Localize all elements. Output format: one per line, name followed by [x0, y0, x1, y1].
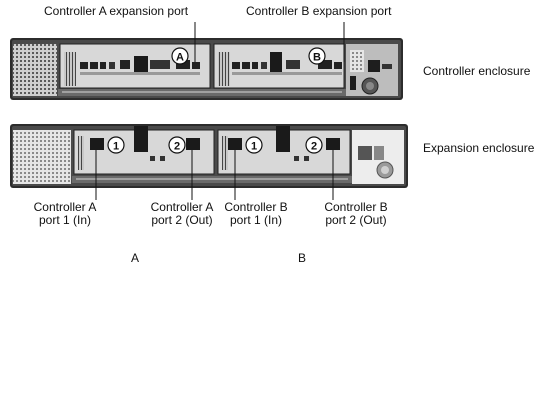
label-column-a: A — [131, 251, 140, 265]
label-controller-a-port2-line2: port 2 (Out) — [151, 213, 213, 227]
controller-a-callout: A — [171, 47, 189, 65]
leader-lines — [95, 22, 345, 200]
controller-a-callout-text: A — [176, 52, 184, 64]
expansion-controller-a-module — [73, 126, 215, 175]
controller-b-module — [213, 43, 345, 89]
callout-port1-a-text: 1 — [113, 141, 119, 153]
label-controller-b-port2-line2: port 2 (Out) — [325, 213, 387, 227]
label-controller-a-port2-line1: Controller A — [150, 200, 214, 214]
label-column-b: B — [298, 251, 307, 265]
label-controller-b-port1: Controller B port 1 (In) — [218, 201, 294, 227]
expansion-enclosure: 1 2 1 2 — [10, 124, 408, 188]
label-controller-b-port1-line1: Controller B — [224, 200, 288, 214]
label-controller-enclosure: Controller enclosure — [423, 64, 531, 78]
label-controller-a-port1-line1: Controller A — [33, 200, 97, 214]
left-vent-grille — [13, 44, 57, 96]
controller-enclosure: A B — [10, 38, 403, 100]
label-controller-b-port2-line1: Controller B — [324, 200, 388, 214]
label-controller-a-port1-line2: port 1 (In) — [38, 213, 92, 227]
controller-b-callout-text: B — [313, 52, 321, 64]
expansion-controller-b-module — [217, 126, 351, 175]
controller-a-module — [59, 43, 211, 89]
label-controller-a-port2: Controller A port 2 (Out) — [144, 201, 220, 227]
expansion-a-port2-callout: 2 — [168, 136, 186, 154]
callout-port1-b-text: 1 — [251, 141, 257, 153]
expansion-a-port1-callout: 1 — [107, 136, 125, 154]
controller-b-callout: B — [308, 47, 326, 65]
label-controller-a-port1: Controller A port 1 (In) — [28, 201, 102, 227]
label-controller-a-expansion-port: Controller A expansion port — [44, 4, 189, 18]
label-expansion-enclosure: Expansion enclosure — [423, 141, 535, 155]
callout-port2-b-text: 2 — [311, 141, 317, 153]
left-vent-grille-expansion — [13, 130, 71, 184]
expansion-b-port1-callout: 1 — [245, 136, 263, 154]
label-controller-b-expansion-port: Controller B expansion port — [246, 4, 392, 18]
callout-port2-a-text: 2 — [174, 141, 180, 153]
label-controller-b-port1-line2: port 1 (In) — [229, 213, 283, 227]
label-controller-b-port2: Controller B port 2 (Out) — [318, 201, 394, 227]
expansion-b-port2-callout: 2 — [305, 136, 323, 154]
